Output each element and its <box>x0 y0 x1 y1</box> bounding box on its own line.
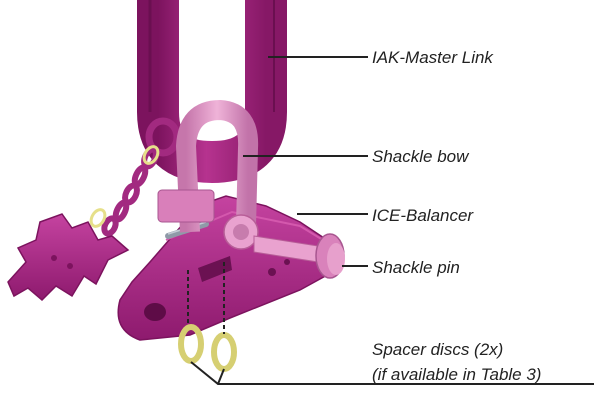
tool-plate <box>8 214 128 300</box>
ice-balancer <box>118 196 340 340</box>
label-balancer: ICE-Balancer <box>372 206 474 225</box>
label-spacer-discs: Spacer discs (2x) <box>372 340 503 359</box>
spacer-disc-right <box>214 335 234 369</box>
label-spacer-discs-note: (if available in Table 3) <box>372 365 541 384</box>
label-shackle-pin: Shackle pin <box>372 258 460 277</box>
label-shackle-bow: Shackle bow <box>372 147 470 166</box>
label-master-link: IAK-Master Link <box>372 48 494 67</box>
